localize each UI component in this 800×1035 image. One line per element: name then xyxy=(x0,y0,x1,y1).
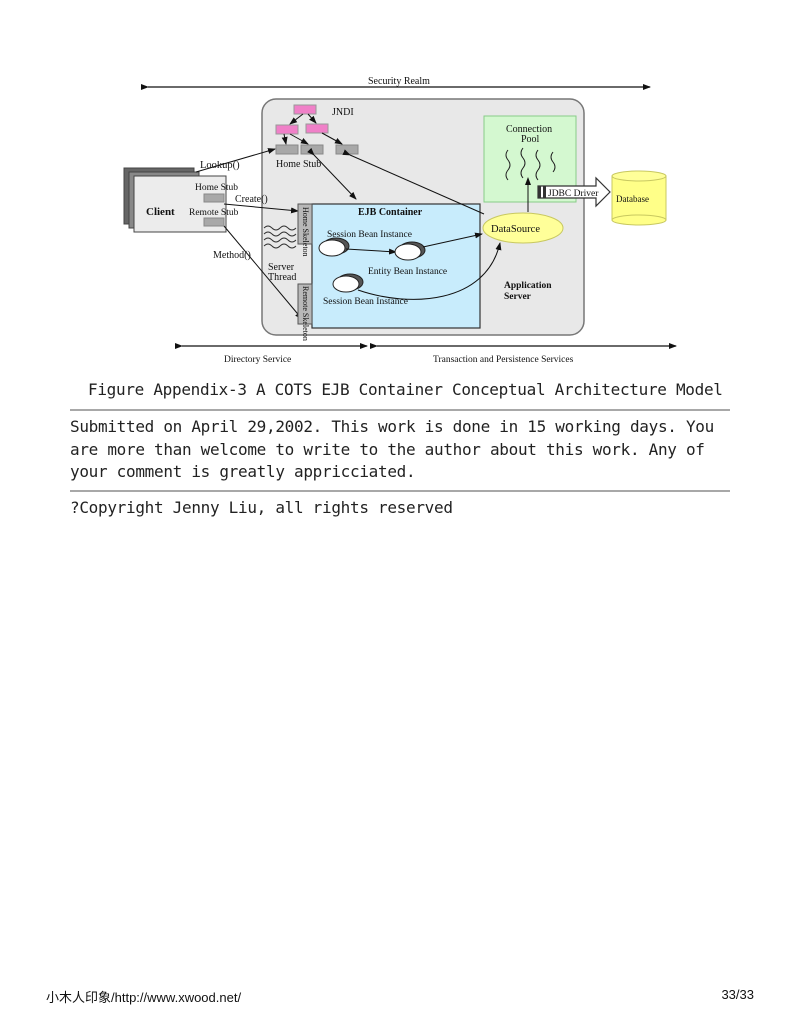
client-remote-stub xyxy=(203,217,225,227)
submission-line-2: are more than welcome to write to the au… xyxy=(70,439,705,459)
datasource-ellipse xyxy=(482,212,564,244)
server-thread-label-1: Server xyxy=(268,262,295,273)
connection-pool-label-1: Connection xyxy=(506,124,552,135)
application-server-label-1: Application xyxy=(504,281,552,291)
stub-node-3 xyxy=(335,144,359,155)
lookup-arrow xyxy=(195,148,276,173)
security-realm-arrow: Security Realm xyxy=(141,76,651,90)
create-label: Create() xyxy=(235,194,268,205)
submission-line-3: your comment is greatly appricciated. xyxy=(70,462,416,481)
stub-node-1 xyxy=(275,144,299,155)
jdbc-driver-label: JDBC Driver xyxy=(548,189,599,199)
method-label: Method() xyxy=(213,250,251,261)
footer-page-number: 33/33 xyxy=(721,987,754,1002)
footer-site-link[interactable]: 小木人印象/http://www.xwood.net/ xyxy=(46,990,242,1005)
security-realm-label: Security Realm xyxy=(368,76,430,87)
connection-squiggles xyxy=(505,147,556,181)
client-home-stub xyxy=(203,193,225,203)
entity-bean-icon xyxy=(394,241,426,261)
session-bean-1-icon xyxy=(318,237,350,257)
database-label: Database xyxy=(616,194,649,204)
home-skeleton xyxy=(297,203,313,245)
client-label: Client xyxy=(146,206,175,218)
method-arrow xyxy=(223,225,303,320)
home-stub-label-top: Home Stub xyxy=(276,159,321,170)
application-server-label-2: Server xyxy=(504,292,532,302)
session-bean-2-icon xyxy=(332,273,364,293)
divider-bottom xyxy=(70,490,730,492)
directory-service-label: Directory Service xyxy=(224,355,291,365)
remote-skeleton xyxy=(297,283,313,325)
jndi-label: JNDI xyxy=(332,107,354,118)
figure-caption: Figure Appendix-3 A COTS EJB Container C… xyxy=(88,380,723,399)
connection-pool-label-2: Pool xyxy=(521,134,540,145)
transaction-services-label: Transaction and Persistence Services xyxy=(433,355,574,365)
database-cylinder xyxy=(611,170,667,226)
session-bean-2-label: Session Bean Instance xyxy=(323,297,408,307)
ejb-container-box xyxy=(311,203,481,329)
home-stub-client-label: Home Stub xyxy=(195,183,238,193)
remote-skeleton-label: Remote Skeleton xyxy=(301,286,310,341)
stub-node-2 xyxy=(300,144,324,155)
copyright-notice: ?Copyright Jenny Liu, all rights reserve… xyxy=(70,498,453,517)
create-arrow xyxy=(223,203,299,214)
jdbc-driver-arrow xyxy=(537,176,611,208)
divider-top xyxy=(70,409,730,411)
submission-note: Submitted on April 29,2002. This work is… xyxy=(70,416,730,484)
entity-bean-label: Entity Bean Instance xyxy=(368,267,447,277)
ejb-container-label: EJB Container xyxy=(358,207,423,218)
jndi-node-root xyxy=(293,104,317,115)
server-thread-label-2: Thread xyxy=(268,272,296,283)
home-skeleton-label: Home Skeleton xyxy=(301,207,310,257)
server-thread-squiggles xyxy=(263,225,297,249)
jndi-node-left xyxy=(275,124,299,135)
session-bean-1-label: Session Bean Instance xyxy=(327,230,412,240)
datasource-label: DataSource xyxy=(491,224,540,235)
jndi-node-right xyxy=(305,123,329,134)
submission-line-1: Submitted on April 29,2002. This work is… xyxy=(70,417,714,436)
remote-stub-label: Remote Stub xyxy=(189,208,239,218)
architecture-figure: Security Realm Connection Pool xyxy=(100,68,700,374)
